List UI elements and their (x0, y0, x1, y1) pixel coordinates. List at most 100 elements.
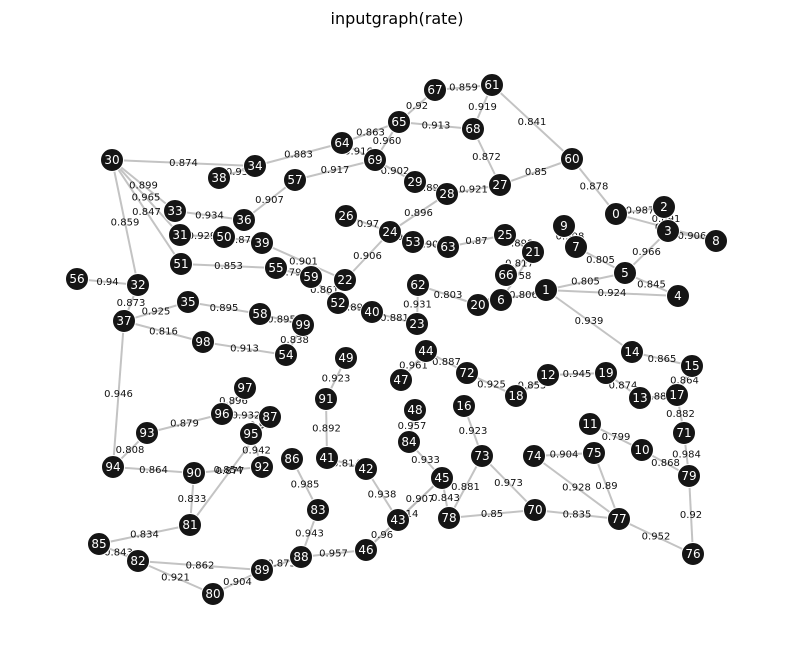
node-89[interactable]: 89 (250, 558, 274, 582)
node-20[interactable]: 20 (466, 293, 490, 317)
node-11[interactable]: 11 (578, 412, 602, 436)
node-2[interactable]: 2 (652, 195, 676, 219)
node-39[interactable]: 39 (250, 231, 274, 255)
node-22[interactable]: 22 (333, 268, 357, 292)
node-45[interactable]: 45 (430, 466, 454, 490)
node-14[interactable]: 14 (620, 340, 644, 364)
node-74[interactable]: 74 (522, 444, 546, 468)
node-38[interactable]: 38 (207, 166, 231, 190)
node-59[interactable]: 59 (299, 265, 323, 289)
node-43[interactable]: 43 (386, 508, 410, 532)
node-8[interactable]: 8 (704, 229, 728, 253)
node-55[interactable]: 55 (264, 256, 288, 280)
node-53[interactable]: 53 (401, 230, 425, 254)
node-12[interactable]: 12 (536, 363, 560, 387)
node-49[interactable]: 49 (334, 346, 358, 370)
node-62[interactable]: 62 (406, 273, 430, 297)
node-47[interactable]: 47 (389, 368, 413, 392)
node-0[interactable]: 0 (604, 202, 628, 226)
node-88[interactable]: 88 (289, 545, 313, 569)
node-77[interactable]: 77 (607, 507, 631, 531)
node-28[interactable]: 28 (435, 182, 459, 206)
node-13[interactable]: 13 (628, 386, 652, 410)
node-94[interactable]: 94 (101, 455, 125, 479)
node-7[interactable]: 7 (564, 235, 588, 259)
node-46[interactable]: 46 (354, 538, 378, 562)
node-60[interactable]: 60 (560, 147, 584, 171)
node-85[interactable]: 85 (87, 532, 111, 556)
node-35[interactable]: 35 (176, 290, 200, 314)
node-98[interactable]: 98 (191, 330, 215, 354)
node-79[interactable]: 79 (677, 464, 701, 488)
node-23[interactable]: 23 (405, 312, 429, 336)
node-9[interactable]: 9 (552, 214, 576, 238)
node-52[interactable]: 52 (326, 291, 350, 315)
node-61[interactable]: 61 (480, 73, 504, 97)
node-42[interactable]: 42 (354, 457, 378, 481)
node-73[interactable]: 73 (470, 444, 494, 468)
node-41[interactable]: 41 (315, 446, 339, 470)
node-21[interactable]: 21 (521, 240, 545, 264)
node-56[interactable]: 56 (65, 267, 89, 291)
node-92[interactable]: 92 (250, 455, 274, 479)
node-76[interactable]: 76 (681, 542, 705, 566)
node-87[interactable]: 87 (258, 405, 282, 429)
node-30[interactable]: 30 (100, 148, 124, 172)
node-6[interactable]: 6 (489, 288, 513, 312)
node-33[interactable]: 33 (163, 199, 187, 223)
node-84[interactable]: 84 (397, 430, 421, 454)
node-15[interactable]: 15 (680, 354, 704, 378)
node-63[interactable]: 63 (436, 235, 460, 259)
node-91[interactable]: 91 (314, 387, 338, 411)
node-48[interactable]: 48 (403, 398, 427, 422)
node-86[interactable]: 86 (280, 447, 304, 471)
node-16[interactable]: 16 (452, 394, 476, 418)
node-95[interactable]: 95 (239, 422, 263, 446)
node-72[interactable]: 72 (455, 361, 479, 385)
node-31[interactable]: 31 (168, 223, 192, 247)
node-10[interactable]: 10 (630, 438, 654, 462)
node-96[interactable]: 96 (210, 402, 234, 426)
node-34[interactable]: 34 (243, 154, 267, 178)
node-93[interactable]: 93 (135, 421, 159, 445)
node-57[interactable]: 57 (283, 168, 307, 192)
node-3[interactable]: 3 (656, 219, 680, 243)
node-1[interactable]: 1 (534, 278, 558, 302)
node-26[interactable]: 26 (334, 204, 358, 228)
node-27[interactable]: 27 (488, 173, 512, 197)
node-90[interactable]: 90 (182, 461, 206, 485)
node-29[interactable]: 29 (403, 170, 427, 194)
node-25[interactable]: 25 (493, 223, 517, 247)
node-70[interactable]: 70 (523, 498, 547, 522)
node-71[interactable]: 71 (672, 421, 696, 445)
node-17[interactable]: 17 (665, 383, 689, 407)
node-78[interactable]: 78 (437, 506, 461, 530)
node-83[interactable]: 83 (306, 498, 330, 522)
node-99[interactable]: 99 (291, 313, 315, 337)
node-69[interactable]: 69 (363, 148, 387, 172)
node-40[interactable]: 40 (360, 300, 384, 324)
node-54[interactable]: 54 (274, 343, 298, 367)
node-5[interactable]: 5 (613, 261, 637, 285)
node-51[interactable]: 51 (169, 252, 193, 276)
node-4[interactable]: 4 (666, 284, 690, 308)
node-66[interactable]: 66 (494, 263, 518, 287)
node-18[interactable]: 18 (504, 384, 528, 408)
node-24[interactable]: 24 (378, 220, 402, 244)
node-32[interactable]: 32 (126, 273, 150, 297)
node-37[interactable]: 37 (112, 309, 136, 333)
node-65[interactable]: 65 (387, 110, 411, 134)
node-80[interactable]: 80 (201, 582, 225, 606)
node-81[interactable]: 81 (178, 513, 202, 537)
node-68[interactable]: 68 (461, 117, 485, 141)
node-36[interactable]: 36 (232, 208, 256, 232)
node-44[interactable]: 44 (414, 339, 438, 363)
node-50[interactable]: 50 (212, 225, 236, 249)
node-97[interactable]: 97 (233, 376, 257, 400)
node-64[interactable]: 64 (330, 131, 354, 155)
node-75[interactable]: 75 (582, 441, 606, 465)
node-58[interactable]: 58 (248, 302, 272, 326)
node-82[interactable]: 82 (126, 549, 150, 573)
node-19[interactable]: 19 (594, 361, 618, 385)
node-67[interactable]: 67 (423, 78, 447, 102)
